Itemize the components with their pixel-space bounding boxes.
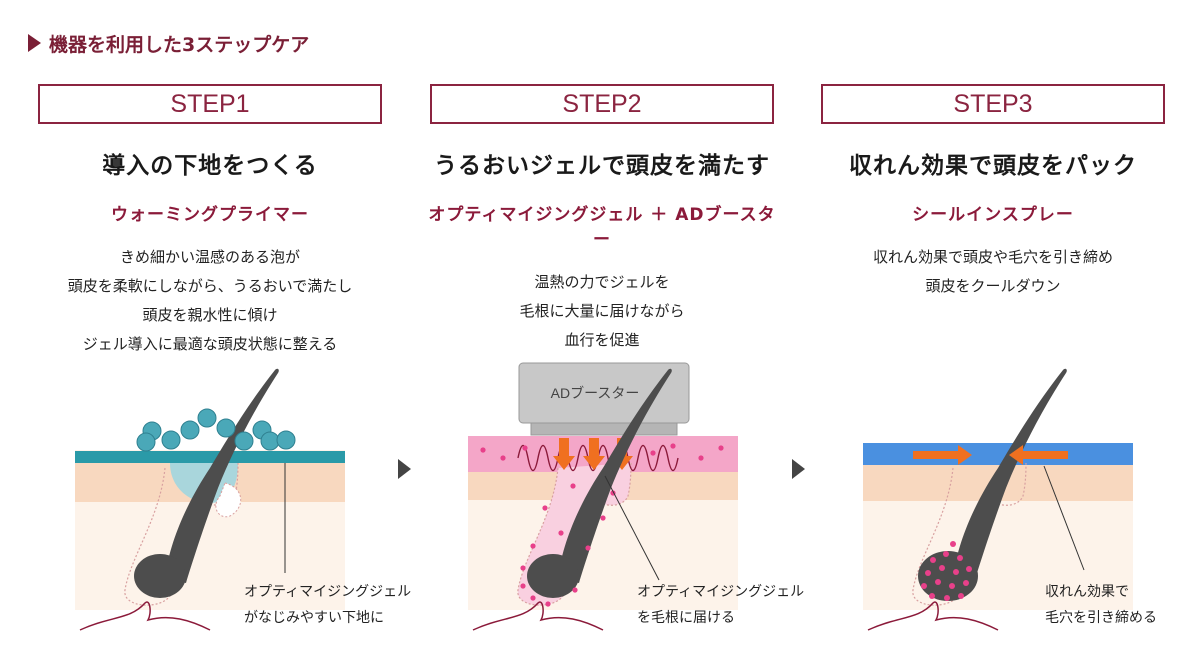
blood-vessel xyxy=(867,601,999,631)
step2-note: オプティマイジングジェル を毛根に届ける xyxy=(637,579,804,631)
bubble xyxy=(136,432,156,452)
step1-label: STEP1 xyxy=(170,89,250,118)
right-arrow-icon xyxy=(913,445,972,465)
hair-bulb xyxy=(134,554,186,598)
bubble xyxy=(180,420,200,440)
step2-description: 温熱の力でジェルを 毛根に大量に届けながら 血行を促進 xyxy=(427,268,777,355)
step3-title: 収れん効果で頭皮をパック xyxy=(849,153,1137,179)
step3-column: STEP3 収れん効果で頭皮をパック シールインスプレー 収れん効果で頭皮や毛穴… xyxy=(818,84,1168,301)
step3-illustration xyxy=(863,368,1133,631)
sebaceous-gland xyxy=(215,482,242,518)
down-arrow-icon xyxy=(553,438,575,470)
gel-dots xyxy=(480,443,724,607)
next-step-arrow-icon xyxy=(398,459,411,479)
spray-layer xyxy=(863,443,1133,465)
step1-desc-line: 頭皮を親水性に傾け xyxy=(142,306,278,324)
step1-note: オプティマイジングジェル がなじみやすい下地に xyxy=(244,579,411,631)
hair-shaft xyxy=(558,368,672,583)
step1-desc-line: 頭皮を柔軟にしながら、うるおいで満たし xyxy=(67,277,353,295)
step1-column: STEP1 導入の下地をつくる ウォーミングプライマー きめ細かい温感のある泡が… xyxy=(35,84,385,359)
bubble xyxy=(260,431,280,451)
blood-vessel xyxy=(472,601,604,631)
bubble xyxy=(276,430,296,450)
device-label: ADブースター xyxy=(550,385,640,401)
step1-note-line: オプティマイジングジェル xyxy=(244,584,412,600)
step3-label: STEP3 xyxy=(953,89,1033,118)
contracted-gel-dots xyxy=(921,541,972,601)
left-arrow-icon xyxy=(1009,445,1068,465)
bubble xyxy=(234,431,254,451)
foam-bubbles xyxy=(136,408,296,452)
device-head xyxy=(530,422,678,436)
step2-title: うるおいジェルで頭皮を満たす xyxy=(434,153,770,179)
next-step-arrow-icon xyxy=(792,459,805,479)
step1-desc-line: ジェル導入に最適な頭皮状態に整える xyxy=(82,335,338,353)
hair-bulb xyxy=(918,551,978,601)
step3-note-line: 収れん効果で xyxy=(1045,584,1129,600)
pointer-line xyxy=(1043,465,1085,571)
step2-label-box: STEP2 xyxy=(430,84,774,124)
bubble xyxy=(197,408,217,428)
step1-illustration xyxy=(75,368,345,631)
step1-product: ウォーミングプライマー xyxy=(111,205,309,225)
step1-note-line: がなじみやすい下地に xyxy=(244,610,384,626)
primer-layer xyxy=(75,451,345,463)
step1-description: きめ細かい温感のある泡が 頭皮を柔軟にしながら、うるおいで満たし 頭皮を親水性に… xyxy=(35,243,385,359)
heading-text: 機器を利用した3ステップケア xyxy=(49,33,310,56)
blood-vessel xyxy=(79,601,211,631)
step1-title: 導入の下地をつくる xyxy=(102,153,318,179)
step3-description: 収れん効果で頭皮や毛穴を引き締め 頭皮をクールダウン xyxy=(818,243,1168,301)
pointer-line xyxy=(604,475,660,581)
hair-shaft xyxy=(953,368,1067,583)
step2-note-line: を毛根に届ける xyxy=(637,610,735,626)
step3-note: 収れん効果で 毛穴を引き締める xyxy=(1045,579,1157,631)
tightening-arrows xyxy=(913,445,1068,465)
step2-desc-line: 毛根に大量に届けながら xyxy=(519,302,685,320)
step2-note-line: オプティマイジングジェル xyxy=(637,584,805,600)
step3-product: シールインスプレー xyxy=(912,205,1074,225)
step2-product: オプティマイジングジェル ＋ ADブースター xyxy=(428,205,776,250)
hair-shaft xyxy=(165,368,279,583)
bubble xyxy=(216,418,236,438)
hair-bulb xyxy=(527,554,579,598)
section-heading: 機器を利用した3ステップケア xyxy=(28,28,309,58)
step3-desc-line: 収れん効果で頭皮や毛穴を引き締め xyxy=(872,248,1113,266)
step3-desc-line: 頭皮をクールダウン xyxy=(925,277,1061,295)
step1-label-box: STEP1 xyxy=(38,84,382,124)
step3-note-line: 毛穴を引き締める xyxy=(1045,610,1157,626)
step2-column: STEP2 うるおいジェルで頭皮を満たす オプティマイジングジェル ＋ ADブー… xyxy=(427,84,777,355)
triangle-marker-icon xyxy=(28,34,41,52)
step3-label-box: STEP3 xyxy=(821,84,1165,124)
step2-label: STEP2 xyxy=(562,89,642,118)
step1-desc-line: きめ細かい温感のある泡が xyxy=(119,248,300,266)
step2-illustration xyxy=(468,362,738,631)
step2-desc-line: 温熱の力でジェルを xyxy=(534,273,670,291)
step2-desc-line: 血行を促進 xyxy=(564,331,640,349)
bubble xyxy=(161,430,181,450)
down-arrow-icon xyxy=(583,438,605,470)
